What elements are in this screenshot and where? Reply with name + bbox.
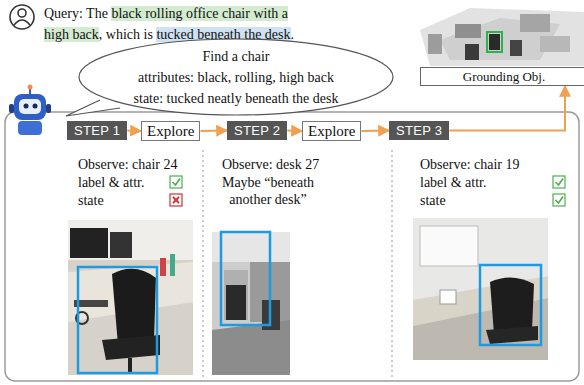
rect-shape bbox=[170, 254, 175, 276]
query-phrase: , which is bbox=[99, 27, 153, 42]
path-shape bbox=[173, 197, 179, 203]
path-shape bbox=[490, 277, 534, 334]
line-shape bbox=[391, 150, 392, 378]
bubble-ellipse bbox=[79, 39, 393, 115]
node-text: state: tucked neatly beneath the desk bbox=[134, 88, 339, 109]
query-phrase: Query: The bbox=[44, 6, 108, 21]
panel bbox=[5, 112, 579, 381]
rect-shape bbox=[553, 194, 565, 206]
user-icon bbox=[10, 5, 34, 29]
rect-shape bbox=[14, 94, 46, 120]
rect-shape bbox=[510, 40, 522, 56]
rect-shape bbox=[540, 36, 570, 52]
node-heading: STEP 3 bbox=[396, 123, 442, 138]
rect-shape bbox=[46, 104, 51, 113]
step-box: STEP 2 bbox=[227, 121, 287, 140]
path-shape bbox=[66, 100, 120, 116]
path-shape bbox=[556, 179, 564, 186]
flow-arrow bbox=[449, 86, 565, 131]
rect-shape bbox=[212, 232, 290, 375]
step-box: STEP 1 bbox=[67, 121, 127, 140]
step-note: label & attr. bbox=[78, 174, 144, 191]
circle-shape bbox=[24, 104, 29, 109]
observation-label: Observe: chair 19 bbox=[420, 156, 520, 173]
flow-arrow bbox=[361, 130, 389, 133]
rect-shape bbox=[226, 285, 246, 320]
rect-shape bbox=[9, 104, 14, 113]
flow-arrow bbox=[287, 130, 302, 133]
path-shape bbox=[102, 335, 160, 360]
rect-shape bbox=[170, 194, 182, 206]
rect-shape bbox=[520, 14, 550, 32]
photo-desk-27 bbox=[212, 232, 290, 375]
rect-shape bbox=[78, 267, 157, 373]
flow-arrow bbox=[200, 130, 227, 133]
rect-shape bbox=[428, 34, 442, 54]
node-text: attributes: black, rolling, high back bbox=[138, 67, 334, 88]
rect-shape bbox=[440, 290, 456, 304]
rect-shape bbox=[5, 112, 579, 381]
rect-shape bbox=[487, 32, 502, 52]
rect-shape bbox=[110, 232, 132, 258]
node-heading: STEP 1 bbox=[74, 123, 120, 138]
circle-shape bbox=[28, 85, 33, 90]
step-note: label & attr. bbox=[420, 174, 486, 191]
speech-bubble: Find a chairattributes: black, rolling, … bbox=[78, 38, 394, 116]
rect-shape bbox=[413, 218, 548, 360]
photo-chair-24 bbox=[68, 220, 193, 375]
rect-shape bbox=[455, 24, 481, 38]
query-phrase: . bbox=[291, 27, 295, 42]
highlighted-phrase: high back bbox=[44, 27, 99, 42]
node-heading: Explore bbox=[308, 122, 355, 140]
path-shape bbox=[486, 326, 538, 344]
step-box: STEP 3 bbox=[389, 121, 449, 140]
rect-shape bbox=[68, 220, 193, 375]
robot-icon bbox=[9, 85, 51, 136]
path-shape bbox=[173, 179, 181, 186]
rect-shape bbox=[480, 265, 541, 345]
node-heading: Grounding Obj. bbox=[421, 68, 584, 85]
speech-tail bbox=[66, 100, 120, 116]
circle-shape bbox=[18, 9, 26, 17]
rect-shape bbox=[221, 232, 270, 325]
photo-chair-19 bbox=[413, 218, 548, 360]
grounding-label-box: Grounding Obj. bbox=[420, 67, 584, 86]
rect-shape bbox=[170, 176, 182, 188]
observation-label: Observe: chair 24 bbox=[78, 156, 178, 173]
rect-shape bbox=[465, 44, 479, 60]
flow-arrow bbox=[127, 130, 141, 133]
highlighted-phrase: black rolling office chair with a bbox=[111, 6, 288, 21]
path-shape bbox=[556, 197, 564, 204]
rect-shape bbox=[420, 226, 478, 266]
explore-box: Explore bbox=[141, 121, 200, 141]
rect-shape bbox=[160, 258, 166, 276]
rect-shape bbox=[224, 270, 248, 320]
path-shape bbox=[112, 269, 156, 345]
step-note: state bbox=[420, 192, 446, 209]
scene-3d bbox=[420, 8, 584, 66]
rect-shape bbox=[212, 232, 290, 262]
polygon-shape bbox=[420, 8, 584, 66]
circle-shape bbox=[10, 5, 34, 29]
rect-shape bbox=[18, 121, 42, 135]
path-shape bbox=[14, 20, 30, 25]
rect-shape bbox=[19, 99, 41, 114]
step-note: Maybe “beneath another desk” bbox=[212, 174, 324, 208]
node-heading: STEP 2 bbox=[234, 123, 280, 138]
explore-box: Explore bbox=[302, 121, 361, 141]
line-shape bbox=[202, 150, 203, 378]
rect-shape bbox=[489, 34, 500, 50]
node-heading: Explore bbox=[147, 122, 194, 140]
step-note: state bbox=[78, 192, 104, 209]
circle-shape bbox=[33, 104, 38, 109]
rect-shape bbox=[70, 228, 108, 258]
observation-label: Observe: desk 27 bbox=[222, 156, 319, 173]
rect-shape bbox=[553, 176, 565, 188]
node-heading: Find a chair bbox=[203, 46, 270, 67]
line-shape bbox=[128, 358, 132, 372]
